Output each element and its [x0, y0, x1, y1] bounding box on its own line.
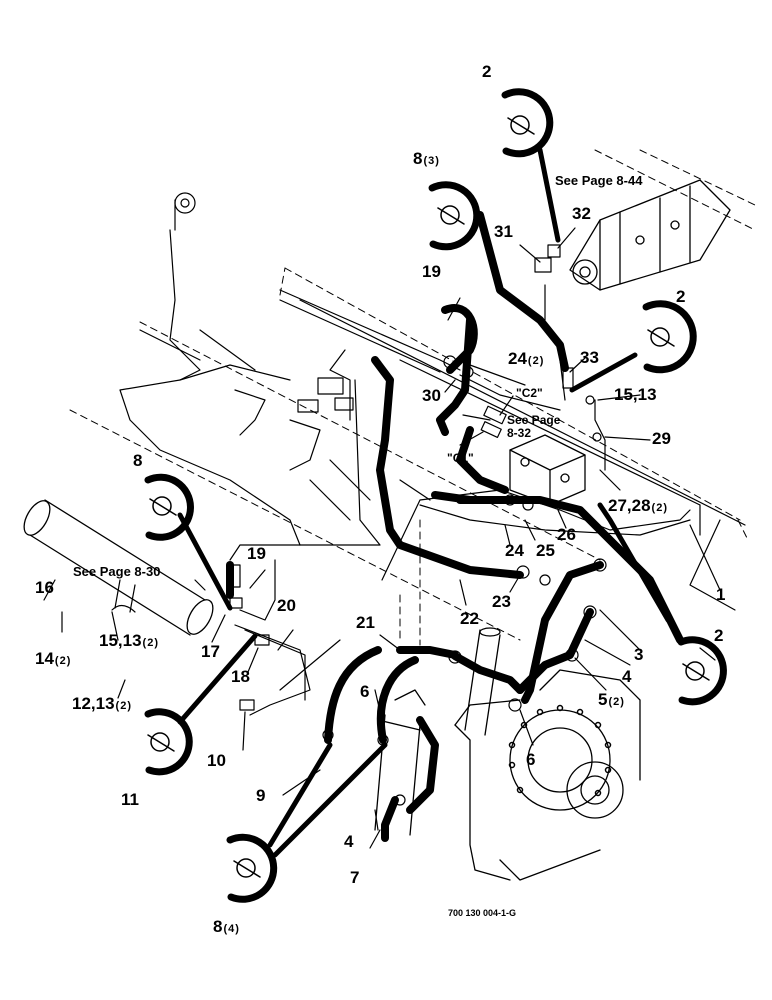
callout-3: 3	[634, 645, 644, 664]
callout-7: 7	[350, 868, 360, 887]
callout-29: 29	[652, 429, 671, 448]
callout-4-right: 4	[622, 667, 632, 686]
leader-pointers	[43, 227, 721, 849]
callout-12-13-number: 12,13	[72, 694, 115, 713]
callout-15-13-left: 15,13(2)	[99, 632, 159, 649]
callout-12-13-qty: (2)	[115, 700, 132, 712]
callout-26: 26	[557, 525, 576, 544]
callout-2-bottom: 2	[714, 626, 724, 645]
callout-12-13: 12,13(2)	[72, 695, 132, 712]
callout-25: 25	[536, 541, 555, 560]
callout-6-right: 6	[526, 750, 536, 769]
callout-21: 21	[356, 613, 375, 632]
reference-page-8-32-line2: 8-32	[507, 426, 532, 440]
callout-27-28: 27,28(2)	[608, 497, 668, 514]
callout-5-number: 5	[598, 690, 608, 709]
callout-2-top: 2	[482, 62, 492, 81]
port-label-c1: "C1"	[447, 451, 474, 465]
callout-8-left: 8	[133, 451, 143, 470]
callout-16: 16	[35, 578, 54, 597]
callout-15-13-left-qty: (2)	[142, 637, 159, 649]
callout-24-top: 24(2)	[508, 350, 544, 367]
callout-30: 30	[422, 386, 441, 405]
callout-9: 9	[256, 786, 266, 805]
callout-19-left: 19	[247, 544, 266, 563]
callout-20: 20	[277, 596, 296, 615]
callout-14: 14(2)	[35, 650, 71, 667]
callout-6-left: 6	[360, 682, 370, 701]
callout-19-top: 19	[422, 262, 441, 281]
view-circles	[144, 88, 727, 903]
callout-4-bottom: 4	[344, 832, 354, 851]
callout-1: 1	[716, 585, 726, 604]
callout-18: 18	[231, 667, 250, 686]
callout-31: 31	[494, 222, 513, 241]
callout-24-top-qty: (2)	[527, 355, 545, 367]
callout-22: 22	[460, 609, 479, 628]
gearbox-bolts	[508, 704, 612, 797]
port-label-c2: "C2"	[516, 386, 543, 400]
callout-14-qty: (2)	[54, 655, 72, 667]
callout-23: 23	[492, 592, 511, 611]
reference-page-8-30: See Page 8-30	[73, 564, 161, 579]
callout-14-number: 14	[35, 649, 54, 668]
callout-15-13-right: 15,13	[614, 385, 657, 404]
callout-32: 32	[572, 204, 591, 223]
callout-27-28-qty: (2)	[651, 502, 668, 514]
callout-27-28-number: 27,28	[608, 496, 651, 515]
hoses	[226, 211, 684, 842]
callout-8-bottom: 8(4)	[213, 918, 240, 935]
upright-cylinder	[464, 627, 501, 736]
frame-rails	[299, 299, 746, 611]
callout-8-top-qty: (3)	[423, 155, 440, 167]
callout-10: 10	[207, 751, 226, 770]
clamp-icons	[147, 115, 710, 878]
callout-8-top-number: 8	[413, 149, 423, 168]
cylinder-16	[23, 499, 214, 636]
callout-5: 5(2)	[598, 691, 625, 708]
callout-2-right: 2	[676, 287, 686, 306]
callout-24-top-number: 24	[508, 349, 527, 368]
reference-page-8-44: See Page 8-44	[555, 173, 643, 188]
reference-page-8-32-line1: See Page	[507, 413, 561, 427]
callout-24-lower: 24	[505, 541, 524, 560]
figure-code: 700 130 004-1-G	[448, 908, 517, 918]
valve-block	[509, 434, 586, 506]
callout-8-bottom-qty: (4)	[223, 923, 240, 935]
hydraulic-pump	[569, 179, 731, 291]
gearbox	[454, 669, 641, 881]
leaders	[177, 147, 671, 858]
callout-8-top: 8(3)	[413, 150, 440, 167]
callout-33: 33	[580, 348, 599, 367]
callout-17: 17	[201, 642, 220, 661]
callout-15-13-left-number: 15,13	[99, 631, 142, 650]
lift-cylinder	[374, 689, 426, 836]
tubes	[119, 199, 691, 716]
callout-11: 11	[121, 790, 139, 809]
callout-5-qty: (2)	[608, 696, 625, 708]
callout-8-bottom-number: 8	[213, 917, 223, 936]
